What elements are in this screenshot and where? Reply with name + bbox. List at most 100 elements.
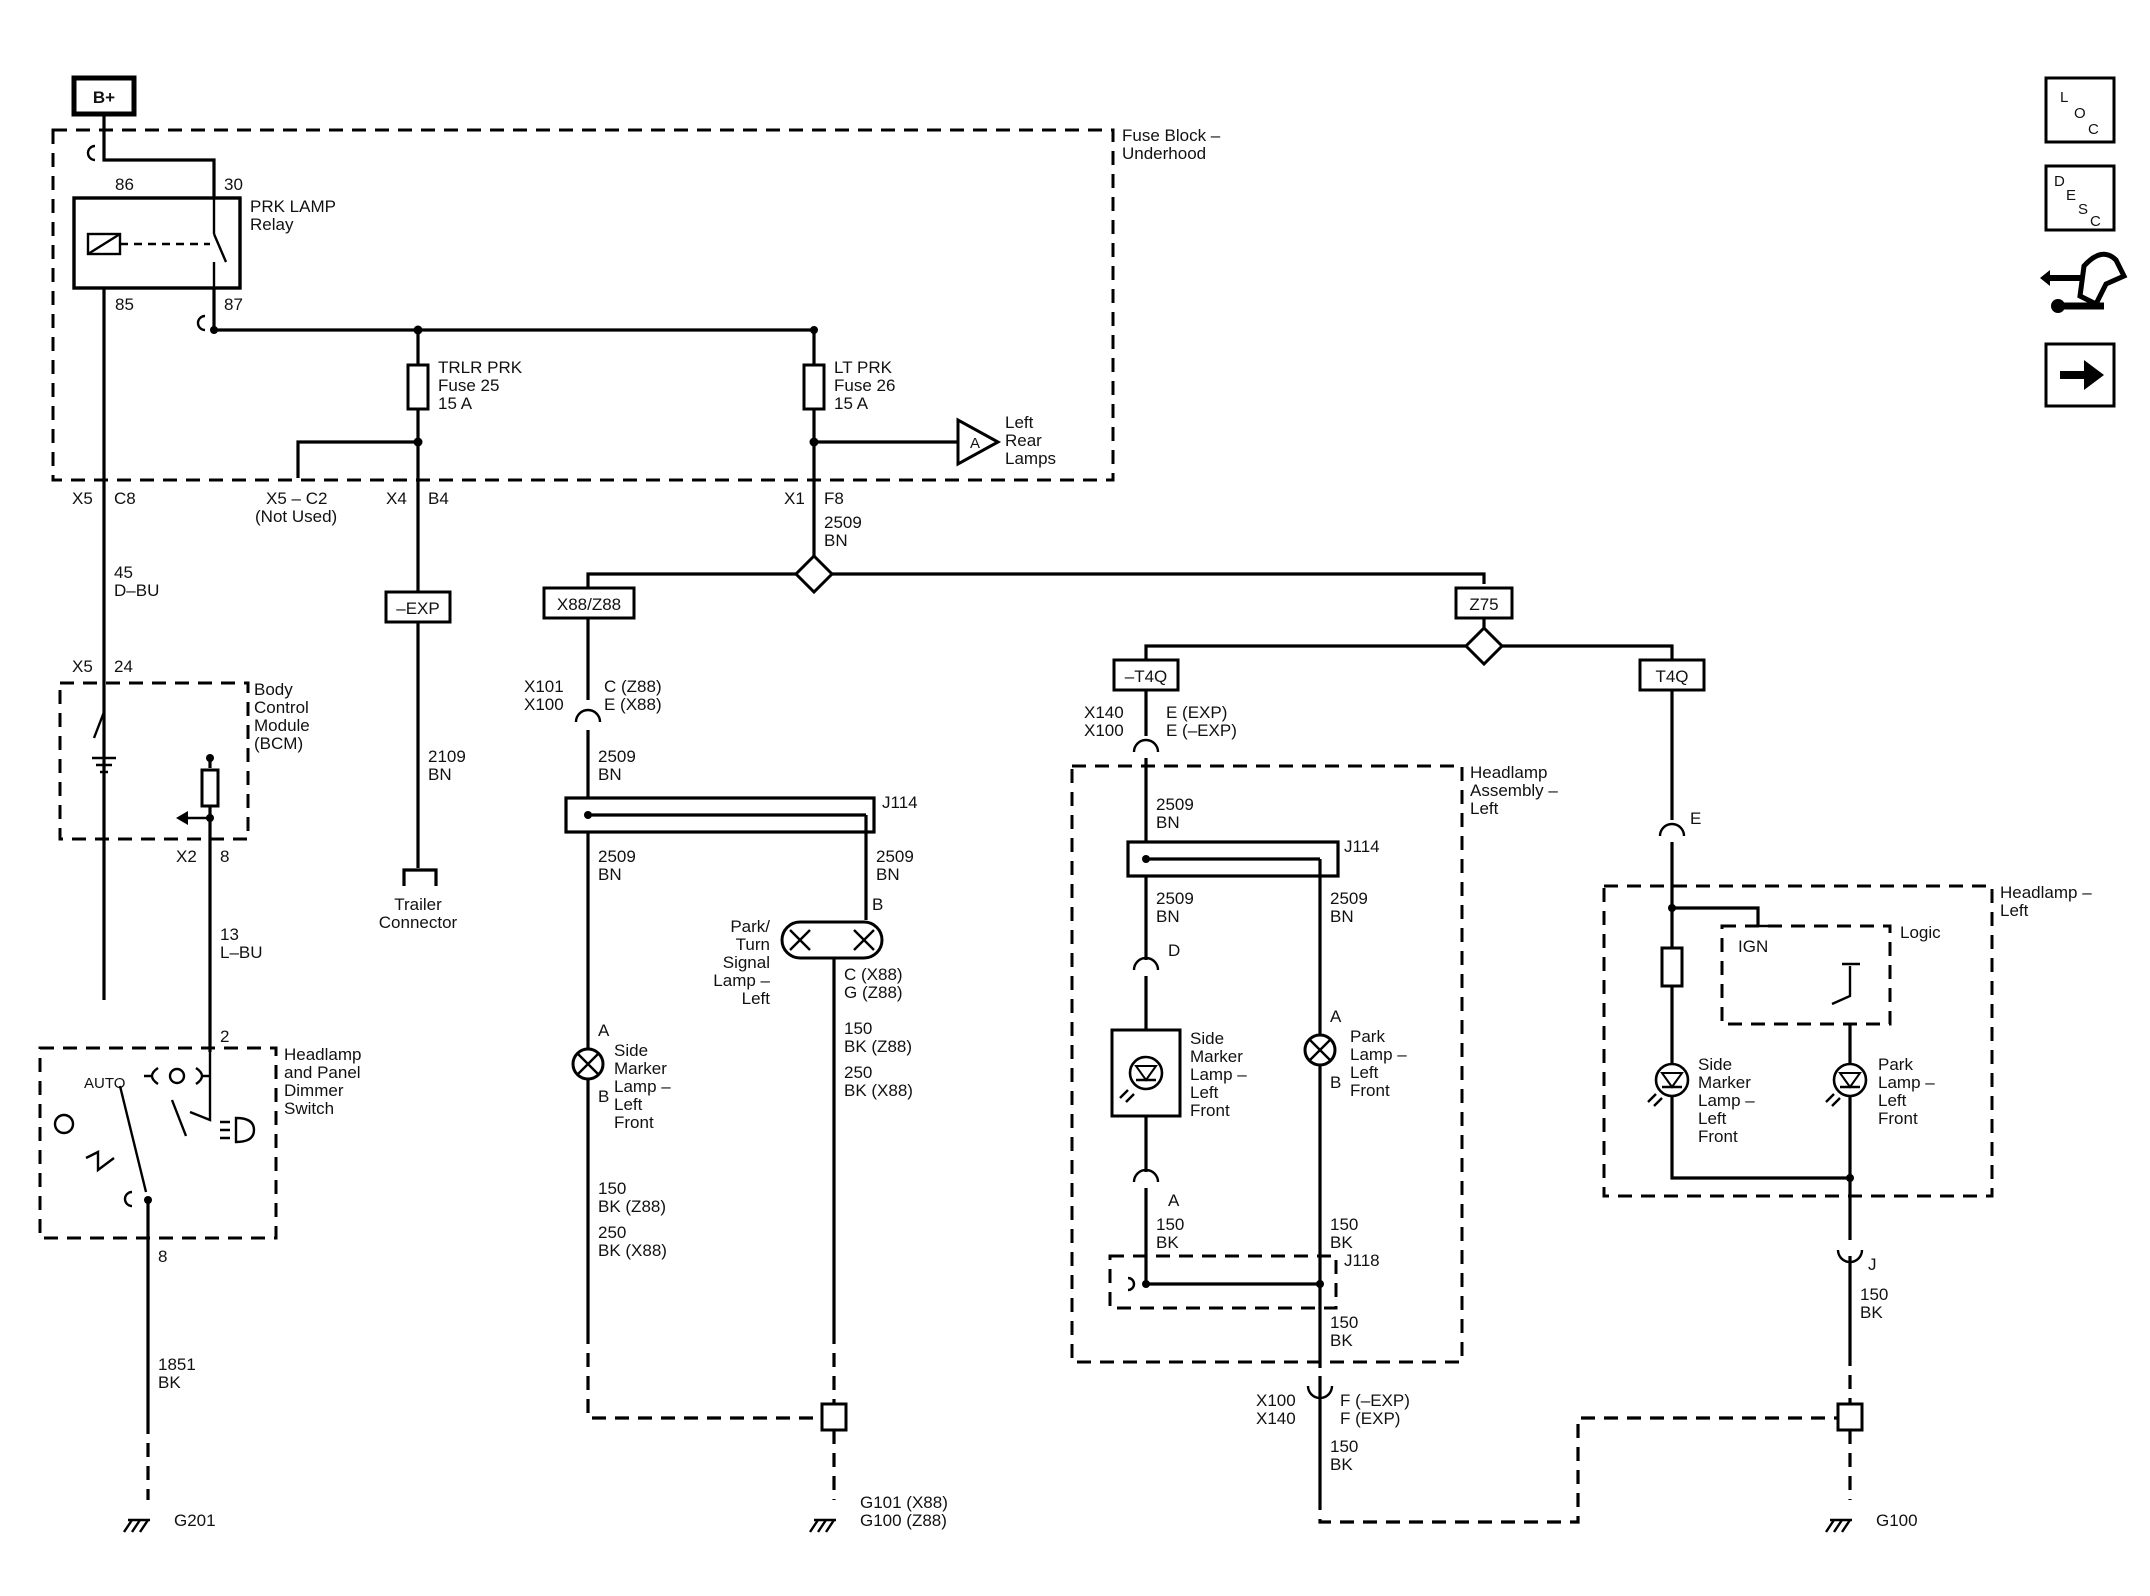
svg-text:LT PRK: LT PRK xyxy=(834,358,893,377)
svg-text:Headlamp: Headlamp xyxy=(284,1045,362,1064)
svg-text:1851: 1851 xyxy=(158,1355,196,1374)
svg-text:G (Z88): G (Z88) xyxy=(844,983,903,1002)
svg-text:J114: J114 xyxy=(882,793,918,812)
svg-text:Control: Control xyxy=(254,698,309,717)
x88-z88-option-box: X88/Z88 xyxy=(557,595,621,614)
svg-text:TRLR PRK: TRLR PRK xyxy=(438,358,523,377)
trailer-branch: –EXP 2109 BN Trailer Connector xyxy=(379,590,466,932)
next-page-arrow-icon[interactable] xyxy=(2044,342,2116,408)
svg-text:Front: Front xyxy=(1190,1101,1230,1120)
svg-text:150: 150 xyxy=(1330,1437,1358,1456)
svg-text:Headlamp –: Headlamp – xyxy=(2000,883,2092,902)
svg-text:Logic: Logic xyxy=(1900,923,1941,942)
svg-text:J118: J118 xyxy=(1344,1251,1380,1270)
svg-text:45: 45 xyxy=(114,563,133,582)
svg-text:X100: X100 xyxy=(1256,1391,1296,1410)
svg-text:2509: 2509 xyxy=(876,847,914,866)
svg-text:Lamp –: Lamp – xyxy=(1350,1045,1407,1064)
t4q-option-box: T4Q xyxy=(1655,667,1688,686)
svg-text:15 A: 15 A xyxy=(438,394,473,413)
headlamp-assembly-left: –T4Q X140 X100 E (EXP) E (–EXP) Headlamp… xyxy=(1070,658,1842,1524)
svg-text:Rear: Rear xyxy=(1005,431,1042,450)
svg-text:X101: X101 xyxy=(524,677,564,696)
svg-text:E (X88): E (X88) xyxy=(604,695,662,714)
svg-text:Left: Left xyxy=(1698,1109,1727,1128)
svg-text:Front: Front xyxy=(1698,1127,1738,1146)
svg-text:BK (Z88): BK (Z88) xyxy=(844,1037,912,1056)
svg-text:X5: X5 xyxy=(72,489,93,508)
trailer-connector-label: Trailer xyxy=(394,895,442,914)
svg-text:150: 150 xyxy=(1860,1285,1888,1304)
svg-text:B: B xyxy=(1330,1073,1341,1092)
svg-text:150: 150 xyxy=(598,1179,626,1198)
svg-text:F (–EXP): F (–EXP) xyxy=(1340,1391,1410,1410)
svg-text:85: 85 xyxy=(115,295,134,314)
lt-prk-fuse-26: A Left Rear Lamps LT PRK Fuse 26 15 A xyxy=(802,326,1056,572)
desc-icon[interactable]: D E S C xyxy=(2044,164,2116,232)
side-marker-lamp-left-front-led: Side Marker Lamp – Left Front xyxy=(1110,1028,1247,1120)
svg-text:Front: Front xyxy=(614,1113,654,1132)
loc-icon[interactable]: L O C xyxy=(2044,76,2116,144)
svg-text:Park/: Park/ xyxy=(730,917,770,936)
svg-text:B4: B4 xyxy=(428,489,449,508)
led-park-lamp-left-front: Park Lamp – Left Front xyxy=(1825,1055,1935,1128)
headlamp-dimmer-switch: Headlamp and Panel Dimmer Switch 2 AUTO … xyxy=(38,1027,362,1533)
svg-text:and Panel: and Panel xyxy=(284,1063,361,1082)
svg-text:Left: Left xyxy=(1350,1063,1379,1082)
svg-text:Left: Left xyxy=(742,989,771,1008)
svg-text:2109: 2109 xyxy=(428,747,466,766)
svg-text:C (Z88): C (Z88) xyxy=(604,677,662,696)
svg-text:Lamp –: Lamp – xyxy=(713,971,770,990)
svg-text:Assembly –: Assembly – xyxy=(1470,781,1558,800)
svg-text:Side: Side xyxy=(614,1041,648,1060)
svg-text:Left: Left xyxy=(2000,901,2029,920)
fuse-block-title: Fuse Block – xyxy=(1122,126,1221,145)
svg-text:BK: BK xyxy=(1330,1455,1353,1474)
svg-text:BK: BK xyxy=(1860,1303,1883,1322)
connector-end-view-icon[interactable] xyxy=(2040,251,2128,313)
body-control-module: Body Control Module (BCM) X5 24 X2 8 13 … xyxy=(58,657,310,1052)
b-plus-terminal: B+ xyxy=(71,75,137,117)
svg-text:BN: BN xyxy=(598,865,622,884)
svg-text:24: 24 xyxy=(114,657,133,676)
svg-text:Marker: Marker xyxy=(614,1059,667,1078)
park-turn-signal-lamp-left: Park/ Turn Signal Lamp – Left xyxy=(713,917,884,1008)
ground-g201: G201 xyxy=(174,1511,216,1530)
exp-option-box: –EXP xyxy=(396,599,439,618)
headlamp-left-t4q: T4Q E Headlamp – Left IGN Logic Side Mar… xyxy=(1602,658,2092,1533)
svg-text:B: B xyxy=(872,895,883,914)
svg-text:2509: 2509 xyxy=(1156,889,1194,908)
svg-text:L–BU: L–BU xyxy=(220,943,263,962)
svg-text:F8: F8 xyxy=(824,489,844,508)
headlamp-icon xyxy=(220,1116,256,1144)
svg-text:2509: 2509 xyxy=(824,513,862,532)
svg-text:BK (Z88): BK (Z88) xyxy=(598,1197,666,1216)
svg-text:X2: X2 xyxy=(176,847,197,866)
svg-text:BN: BN xyxy=(876,865,900,884)
fuse-block-underhood: Fuse Block – Underhood xyxy=(51,126,1221,482)
svg-text:X100: X100 xyxy=(1084,721,1124,740)
svg-text:(BCM): (BCM) xyxy=(254,734,303,753)
svg-text:Front: Front xyxy=(1878,1109,1918,1128)
svg-text:150: 150 xyxy=(1330,1215,1358,1234)
fuse-block-connectors: X5 C8 X5 – C2 (Not Used) X4 B4 X1 F8 250… xyxy=(72,489,862,600)
svg-text:Lamp –: Lamp – xyxy=(1878,1073,1935,1092)
svg-text:X140: X140 xyxy=(1084,703,1124,722)
svg-text:2509: 2509 xyxy=(1156,795,1194,814)
park-lamp-left-front: A B Park Lamp – Left Front xyxy=(1303,1007,1407,1100)
svg-text:S: S xyxy=(2078,201,2088,218)
svg-text:BN: BN xyxy=(598,765,622,784)
neg-t4q-option-box: –T4Q xyxy=(1125,667,1168,686)
svg-text:250: 250 xyxy=(844,1063,872,1082)
svg-text:X140: X140 xyxy=(1256,1409,1296,1428)
svg-text:Park: Park xyxy=(1878,1055,1913,1074)
svg-text:J: J xyxy=(1868,1255,1877,1274)
svg-text:Switch: Switch xyxy=(284,1099,334,1118)
svg-text:G100 (Z88): G100 (Z88) xyxy=(860,1511,947,1530)
svg-text:250: 250 xyxy=(598,1223,626,1242)
svg-text:C (X88): C (X88) xyxy=(844,965,903,984)
svg-text:E: E xyxy=(2066,187,2076,204)
z75-branch: Z75 xyxy=(1144,586,1674,667)
svg-text:A: A xyxy=(1330,1007,1342,1026)
